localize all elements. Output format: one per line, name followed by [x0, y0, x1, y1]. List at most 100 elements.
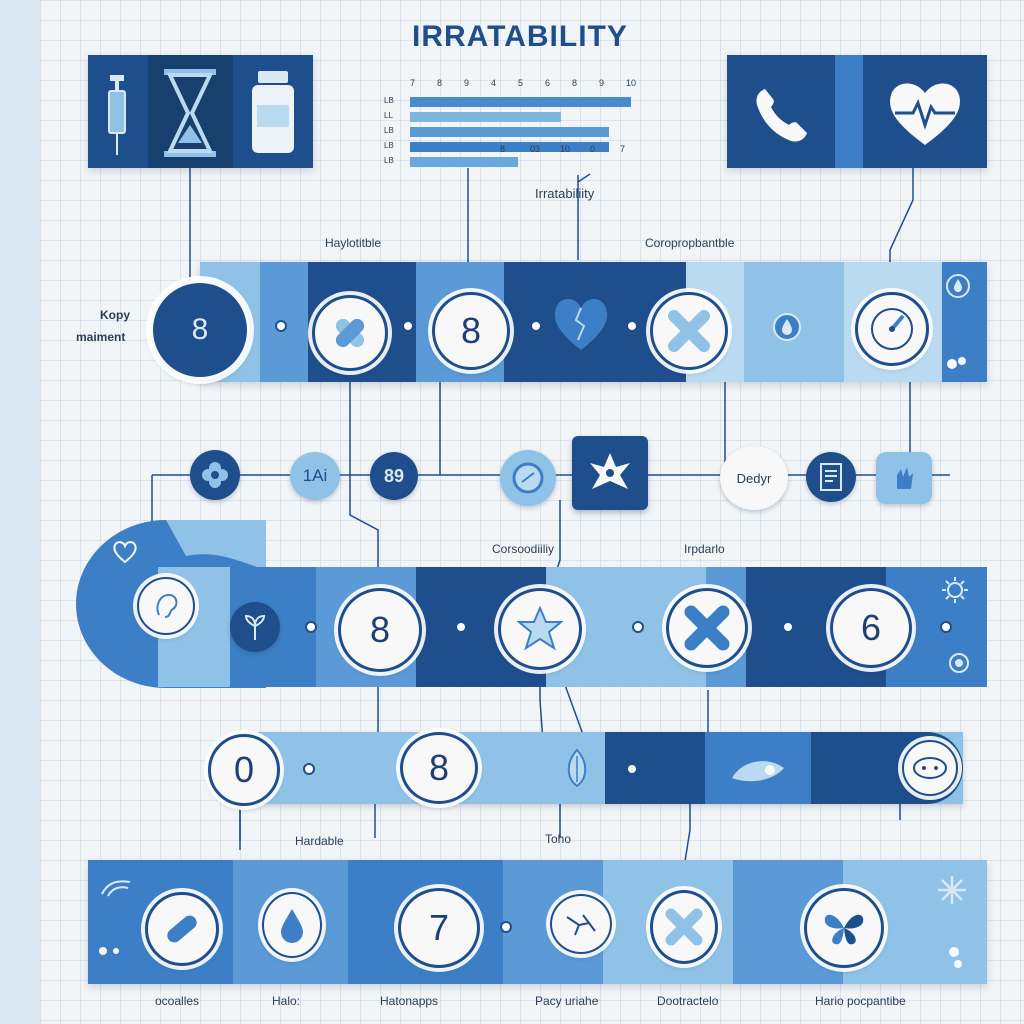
top-tick-label: 4 [491, 78, 497, 88]
heart-pulse-icon[interactable] [885, 77, 965, 149]
label-treatment: maiment [76, 330, 126, 344]
mid-node-c-text: Dedyr [736, 470, 772, 486]
broken-line-node[interactable] [550, 894, 612, 954]
connector-dot [940, 621, 952, 633]
ring-node[interactable] [500, 450, 556, 506]
mid-node-c[interactable]: Dedyr [720, 446, 788, 510]
star-icon [515, 604, 565, 654]
row3-number-node-b[interactable]: 8 [400, 732, 478, 804]
top-tick-label: 8 [572, 78, 578, 88]
mid-node-a[interactable]: 1Ai [290, 452, 340, 500]
top-tick-label: 9 [464, 78, 470, 88]
butterfly-node[interactable] [804, 888, 884, 968]
row4-number-a: 7 [428, 907, 450, 948]
row1-number-node-b[interactable]: 8 [432, 292, 510, 370]
snowflake-icon [935, 873, 969, 907]
row1-number-node-a[interactable]: 8 [150, 280, 250, 380]
top-tick-label: 8 [437, 78, 443, 88]
top-left-icon-panel [88, 55, 313, 168]
bottom-tick-label: 0 [590, 144, 596, 154]
page-title: IRRATABILITY [412, 20, 628, 53]
row3-number-a: 0 [233, 749, 255, 790]
plant-node[interactable] [230, 602, 280, 652]
ear-icon [149, 589, 183, 623]
star-flower-node[interactable] [572, 436, 648, 510]
connector-dot [626, 320, 638, 332]
pill-node[interactable] [145, 892, 219, 966]
pill-icon [159, 906, 205, 952]
star-flower-icon [586, 449, 634, 497]
drop-node[interactable] [262, 892, 322, 958]
face-node[interactable] [902, 740, 958, 796]
dots-icon [98, 944, 122, 958]
droplets-icon [945, 352, 969, 372]
mid-node-b[interactable]: 89 [370, 452, 418, 500]
top-tick-label: 10 [626, 78, 637, 88]
row4-cross-node[interactable] [650, 890, 718, 964]
row1-number-b: 8 [460, 310, 482, 351]
row2-number-node-b[interactable]: 6 [830, 588, 912, 668]
broken-line-icon [563, 909, 599, 939]
chart-caption: Irratabiliity [535, 186, 595, 201]
timeline-row-3 [243, 732, 963, 804]
sun-icon [940, 575, 970, 605]
broken-heart-icon [550, 294, 612, 354]
connector-dot [782, 621, 794, 633]
lamp-icon [728, 752, 788, 786]
cross-icon [683, 604, 731, 652]
water-drop-icon [945, 273, 971, 299]
top-tick-label: 6 [545, 78, 551, 88]
top-tick-label: 9 [599, 78, 605, 88]
bubbles-icon [944, 944, 966, 970]
row3-number-b: 8 [428, 747, 450, 788]
cross-icon [663, 906, 705, 948]
bar-row-label: LB [384, 156, 394, 165]
label-kopy: Kopy [100, 308, 130, 322]
row2-number-node-a[interactable]: 8 [338, 588, 422, 672]
document-node[interactable] [806, 452, 856, 502]
phone-icon[interactable] [751, 83, 813, 145]
connector-dot [632, 621, 644, 633]
top-tick-label: 5 [518, 78, 524, 88]
row2-cross-node[interactable] [666, 588, 748, 668]
row4-number-node-a[interactable]: 7 [398, 888, 480, 968]
connector-dot [402, 320, 414, 332]
hourglass-icon [160, 67, 220, 159]
bottom-label: ocoalles [155, 994, 200, 1008]
ear-node[interactable] [137, 577, 195, 635]
bottom-label: Hatonapps [380, 994, 439, 1008]
row1-number-a: 8 [191, 313, 209, 346]
bottom-label: Hario pocpantibe [815, 994, 906, 1008]
cross-node[interactable] [650, 292, 728, 370]
bar-row-label: LB [384, 96, 394, 105]
syringe-icon [100, 69, 134, 159]
bar-mark [410, 97, 631, 107]
row2-number-a: 8 [369, 609, 391, 650]
left-strip [0, 0, 40, 1024]
connector-dot [455, 621, 467, 633]
connector-dot [305, 621, 317, 633]
plant-icon [240, 612, 270, 642]
connector-dot [275, 320, 287, 332]
connector-dot [303, 763, 315, 775]
label-corsodility: Corsoodiiliy [492, 542, 555, 556]
bottom-label: Dootractelo [657, 994, 719, 1008]
label-toho: Toho [545, 832, 572, 846]
ring-icon [511, 461, 545, 495]
connector-dot [626, 763, 638, 775]
hand-node[interactable] [876, 452, 932, 504]
cross-icon [666, 308, 712, 354]
bar-mark [410, 127, 609, 137]
flower-node[interactable] [190, 450, 240, 500]
row3-number-node-a[interactable]: 0 [208, 734, 280, 806]
star-node[interactable] [498, 588, 582, 670]
bottom-tick-label: 7 [620, 144, 626, 154]
hand-icon [889, 463, 919, 493]
wave-icon [100, 876, 132, 898]
bandage-node[interactable] [312, 295, 388, 371]
gauge-node[interactable] [855, 292, 929, 366]
